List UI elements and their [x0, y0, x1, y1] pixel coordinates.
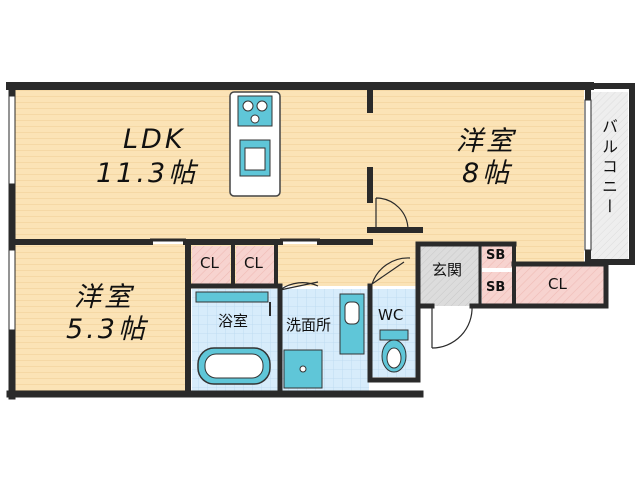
ldk-size: 11.3帖: [96, 158, 199, 189]
balcony-label: バルコニー: [599, 118, 618, 218]
shoe-box-2-label: SB: [486, 280, 506, 295]
western-room-2-name: 洋室: [74, 282, 134, 313]
western-room-1-floor: [370, 90, 584, 262]
closet-3-floor: [516, 266, 606, 306]
shoe-box-2-floor: [482, 272, 512, 304]
bath-label: 浴室: [218, 312, 249, 330]
western-room-1-size: 8帖: [462, 158, 513, 189]
closet-1-label: CL: [200, 254, 219, 272]
closet-1-floor: [192, 246, 230, 284]
western-room-2-floor: [14, 244, 188, 392]
shoe-box-1-label: SB: [486, 248, 506, 263]
toilet-tank-icon: [379, 329, 409, 341]
closet-3-label: CL: [548, 275, 567, 293]
windows: [8, 95, 592, 331]
washing-machine-pan-icon: [283, 349, 323, 389]
western-room-1-name: 洋室: [456, 126, 516, 157]
western-room-2-size: 5.3帖: [66, 314, 148, 345]
closet-2-floor: [236, 246, 274, 284]
shoe-box-1-floor: [482, 244, 512, 268]
closet-2-label: CL: [244, 254, 263, 272]
balcony-floor: [590, 92, 628, 260]
ldk-floor: [14, 90, 370, 240]
doors: [150, 197, 473, 349]
walls: [6, 82, 635, 400]
entrance-label: 玄関: [432, 261, 463, 279]
entrance-floor: [420, 244, 482, 306]
toilet-label: WC: [378, 306, 404, 324]
shower-icon: [195, 291, 269, 303]
ldk-name: LDK: [123, 124, 186, 155]
washroom-label: 洗面所: [286, 316, 332, 334]
